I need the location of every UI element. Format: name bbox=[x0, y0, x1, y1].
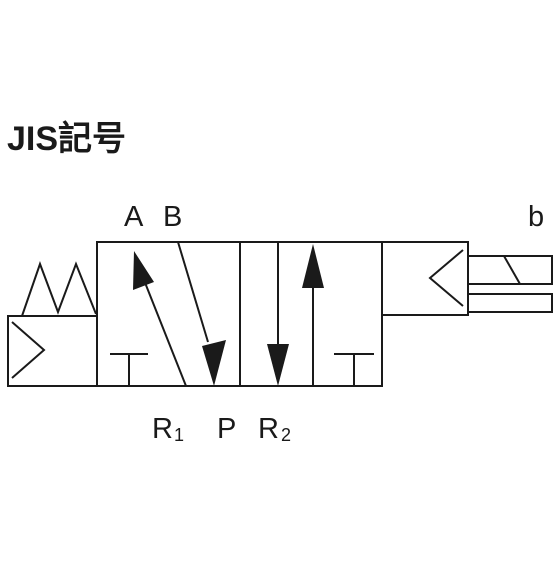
port-label-p: P bbox=[217, 413, 236, 445]
pilot-solenoid-lower bbox=[467, 293, 553, 313]
left-operator-box bbox=[7, 315, 98, 387]
arrow-head-a bbox=[133, 251, 154, 290]
right-pilot-triangle bbox=[428, 249, 464, 307]
arrow-head-p bbox=[202, 340, 226, 386]
port-label-a: A bbox=[124, 201, 144, 233]
diagram-title: JIS記号 bbox=[7, 119, 126, 158]
right-pilot-box bbox=[381, 241, 469, 316]
port-label-b: B bbox=[163, 201, 182, 233]
port-label-r2-sub: 2 bbox=[281, 425, 291, 445]
left-operator-triangle bbox=[11, 321, 46, 379]
pilot-solenoid-upper bbox=[467, 255, 553, 285]
arrow-head-down bbox=[267, 344, 289, 386]
port-label-r1-letter: R bbox=[152, 413, 173, 445]
port-label-r1-sub: 1 bbox=[174, 425, 184, 445]
port-label-b-pilot: b bbox=[528, 201, 544, 233]
spring-symbol bbox=[21, 261, 97, 317]
arrow-head-up bbox=[302, 244, 324, 288]
port-label-r2-letter: R bbox=[258, 413, 279, 445]
flow-line-b-to-a bbox=[139, 269, 187, 387]
flow-line-b-to-p bbox=[177, 241, 209, 343]
pilot-solenoid-diagonal bbox=[503, 255, 521, 285]
